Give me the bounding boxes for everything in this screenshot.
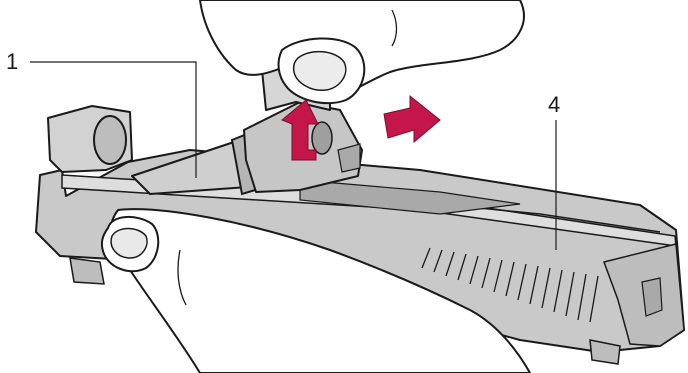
leader-line-1 [30,61,197,178]
rear-sight-ring [93,115,127,165]
callout-label-4: 4 [548,92,561,117]
lower-hand-crease [177,249,187,306]
front-notch [641,277,663,317]
ejection-port [299,179,521,215]
slide [35,105,685,365]
slide-serrations [421,247,599,323]
direction-arrows [281,94,441,161]
callout-label-1: 1 [6,49,19,74]
upper-hand [199,0,525,105]
upper-hand-shape [199,0,525,97]
forward-arrow [383,94,441,144]
lower-thumbnail [110,227,148,259]
upper-hand-crease [391,9,398,47]
bottom-tab-rear [69,257,105,285]
upper-fingernail [292,50,347,91]
bottom-tab-front [589,339,621,365]
lift-arrow [281,99,319,161]
locking-block-hole [311,121,333,155]
lower-hand [100,208,531,373]
leader-lines [30,61,557,250]
locking-block-slot [337,143,361,173]
